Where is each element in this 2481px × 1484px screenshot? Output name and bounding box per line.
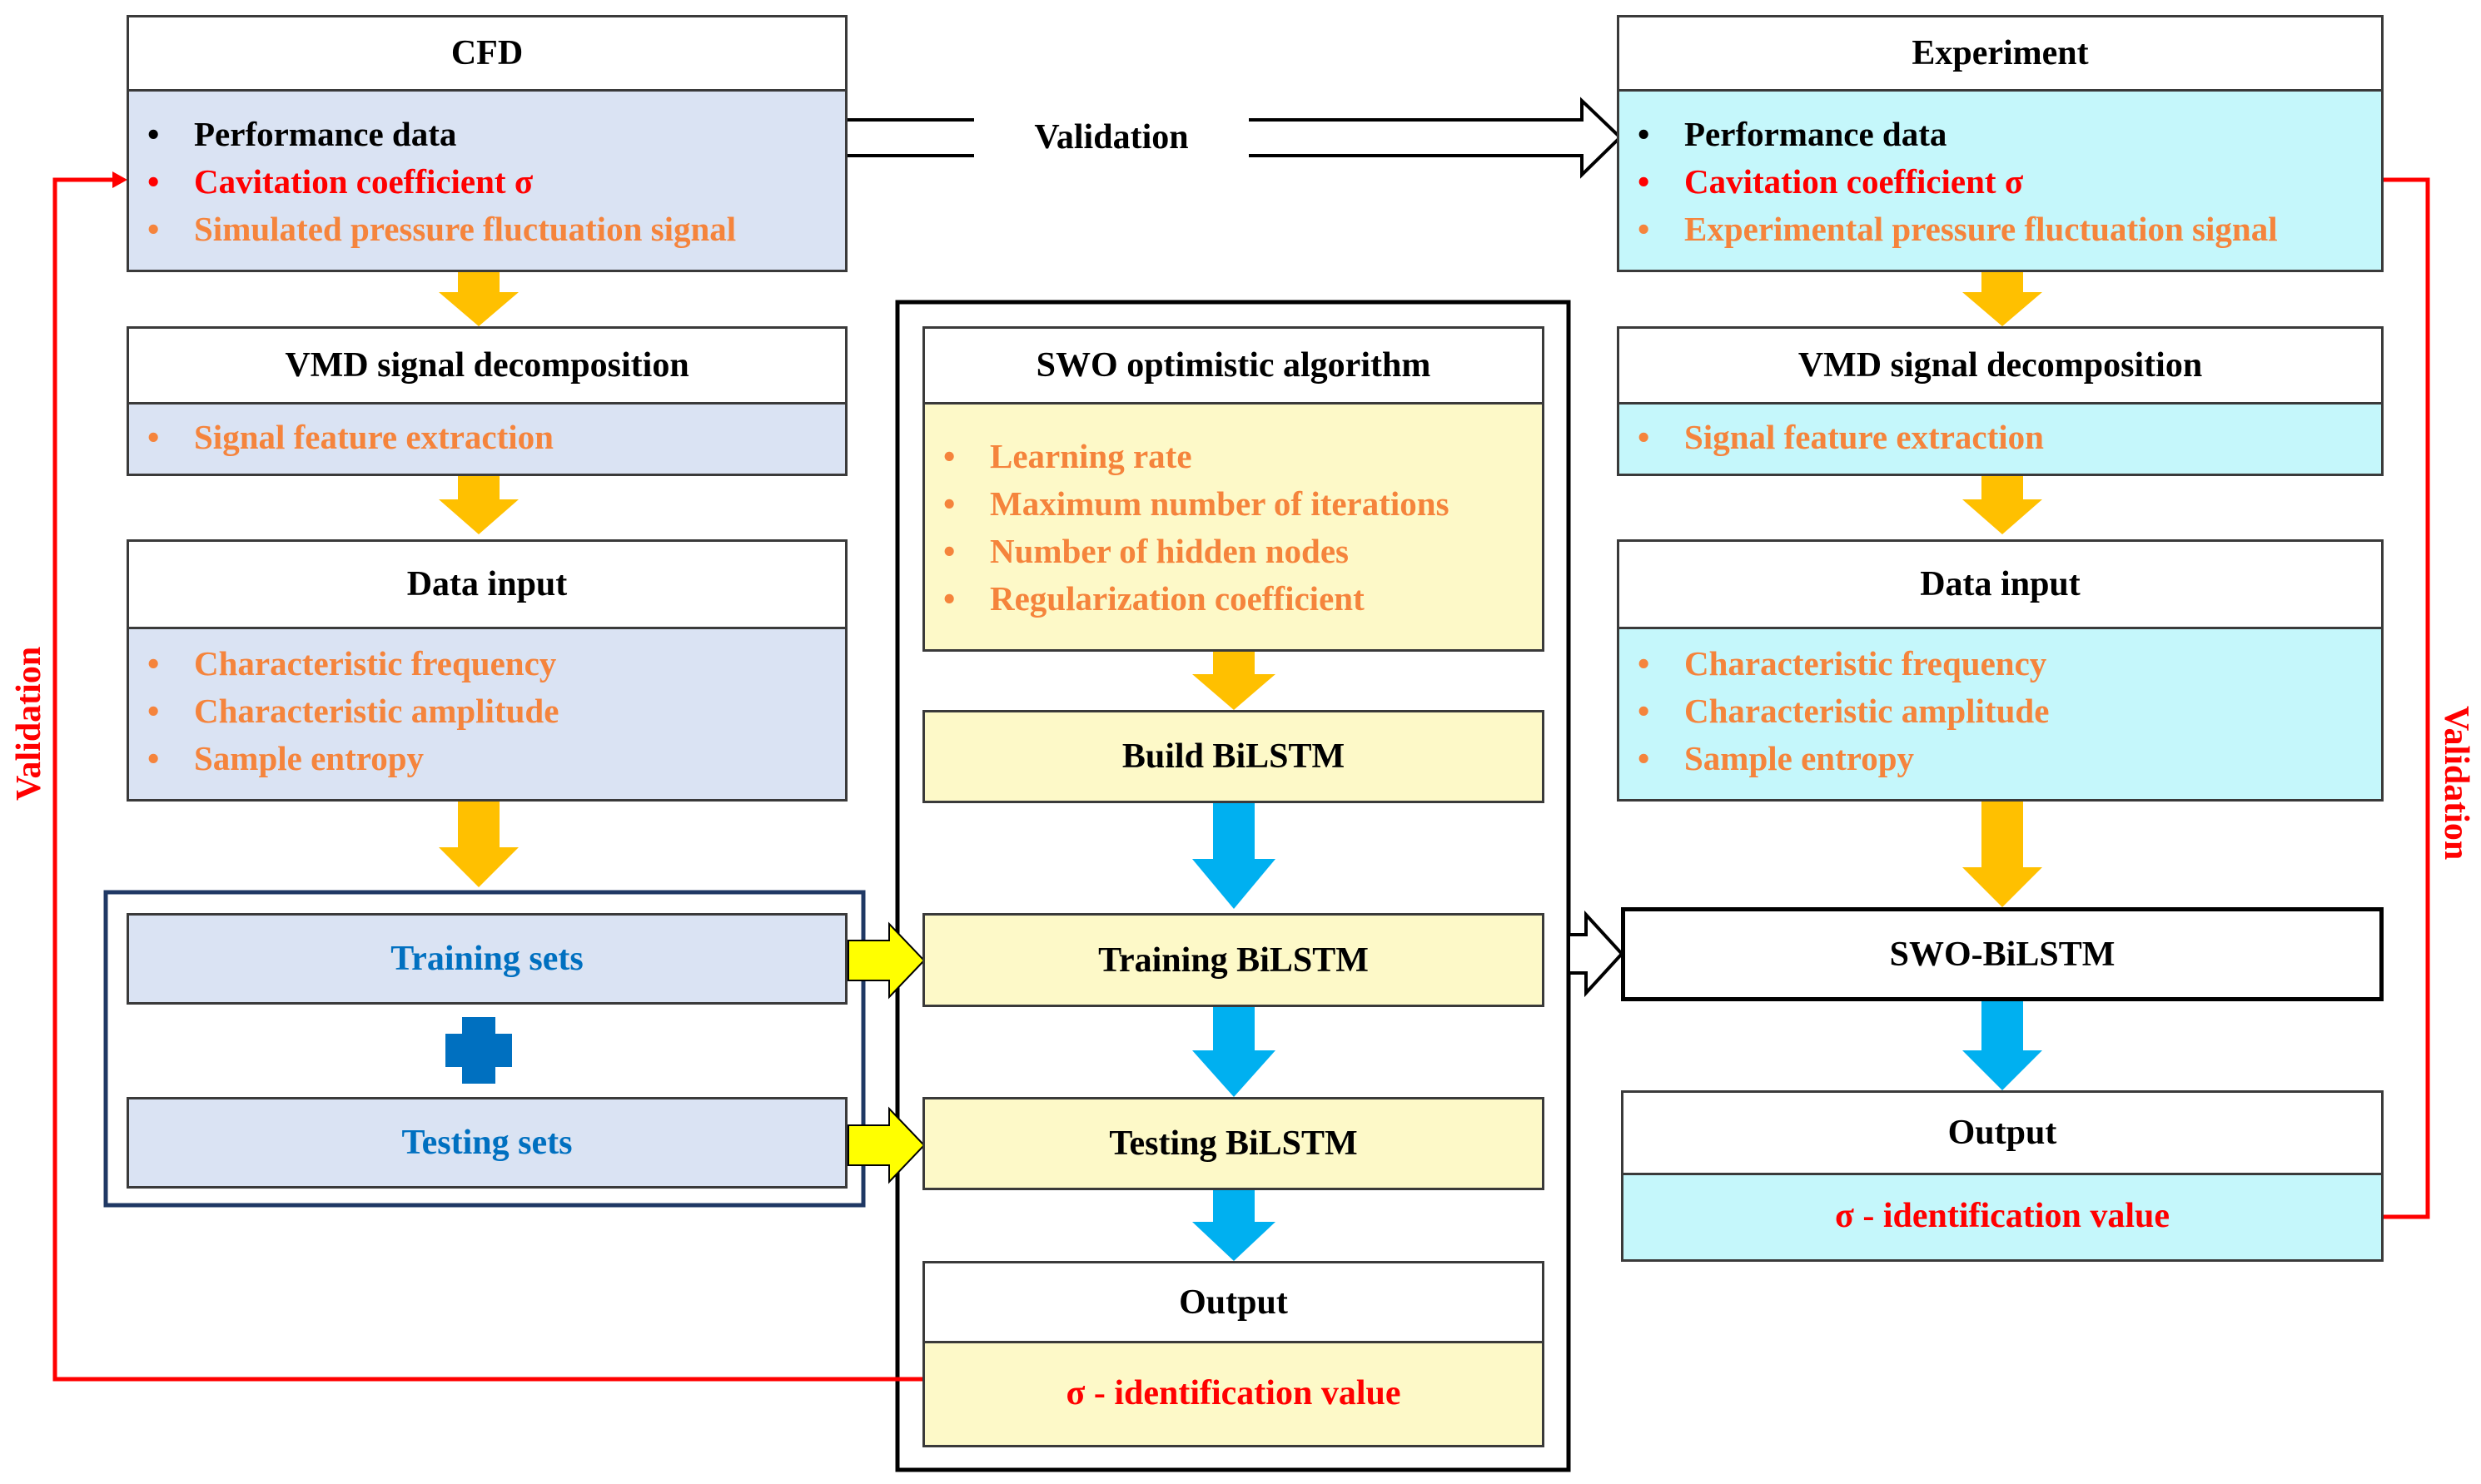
build-bilstm-label: Build BiLSTM bbox=[1121, 737, 1345, 776]
output-title-right: Output bbox=[1623, 1093, 2381, 1175]
data-item-frequency-right: Characteristic frequency bbox=[1633, 640, 2049, 687]
data-item-amplitude-right: Characteristic amplitude bbox=[1633, 687, 2049, 735]
arrow-down-blue bbox=[1962, 1001, 2042, 1090]
arrow-down-orange bbox=[1192, 652, 1275, 710]
output-value-right: σ - identification value bbox=[1835, 1197, 2170, 1235]
plus-icon-h bbox=[445, 1034, 512, 1067]
cfd-box: CFD Performance data Cavitation coeffici… bbox=[127, 15, 848, 272]
feedback-line-left bbox=[52, 177, 922, 1382]
dataset-group-frame bbox=[103, 890, 866, 1208]
data-input-list-left: Characteristic frequency Characteristic … bbox=[142, 640, 559, 782]
experiment-box: Experiment Performance data Cavitation c… bbox=[1617, 15, 2384, 272]
data-item-entropy-left: Sample entropy bbox=[142, 735, 559, 782]
data-input-title-right: Data input bbox=[1619, 542, 2381, 629]
arrow-right-yellow bbox=[848, 921, 926, 1000]
testing-sets-label: Testing sets bbox=[401, 1124, 573, 1162]
data-input-box-right: Data input Characteristic frequency Char… bbox=[1617, 539, 2384, 802]
arrow-down-orange bbox=[1962, 272, 2042, 326]
testing-bilstm-label: Testing BiLSTM bbox=[1109, 1124, 1358, 1163]
testing-bilstm-box: Testing BiLSTM bbox=[922, 1097, 1544, 1190]
vmd-title-right: VMD signal decomposition bbox=[1619, 329, 2381, 405]
arrow-down-blue bbox=[1192, 1190, 1275, 1261]
data-item-frequency-left: Characteristic frequency bbox=[142, 640, 559, 687]
validation-label-top: Validation bbox=[974, 117, 1249, 158]
feedback-line-right bbox=[2356, 177, 2430, 1219]
vmd-list-right: Signal feature extraction bbox=[1633, 414, 2044, 461]
vmd-list-left: Signal feature extraction bbox=[142, 414, 554, 461]
arrow-down-orange bbox=[439, 476, 519, 534]
cfd-title: CFD bbox=[129, 17, 845, 92]
arrow-down-blue bbox=[1192, 1007, 1275, 1097]
build-bilstm-box: Build BiLSTM bbox=[922, 710, 1544, 803]
experiment-list: Performance data Cavitation coefficient … bbox=[1633, 111, 2278, 253]
arrow-down-blue bbox=[1192, 803, 1275, 909]
cfd-item-signal: Simulated pressure fluctuation signal bbox=[142, 206, 736, 253]
swo-item-regularization: Regularization coefficient bbox=[938, 575, 1449, 623]
arrow-down-orange bbox=[439, 802, 519, 887]
swo-item-hidden-nodes: Number of hidden nodes bbox=[938, 528, 1449, 575]
swo-title: SWO optimistic algorithm bbox=[925, 329, 1542, 405]
testing-sets-box: Testing sets bbox=[127, 1097, 848, 1189]
experiment-title: Experiment bbox=[1619, 17, 2381, 92]
exp-item-signal: Experimental pressure fluctuation signal bbox=[1633, 206, 2278, 253]
training-sets-box: Training sets bbox=[127, 913, 848, 1005]
arrow-down-orange bbox=[439, 272, 519, 326]
training-bilstm-box: Training BiLSTM bbox=[922, 913, 1544, 1007]
output-box-middle: Output σ - identification value bbox=[922, 1261, 1544, 1447]
vmd-title-left: VMD signal decomposition bbox=[129, 329, 845, 405]
arrow-right-yellow bbox=[848, 1106, 926, 1184]
cfd-list: Performance data Cavitation coefficient … bbox=[142, 111, 736, 253]
vmd-box-left: VMD signal decomposition Signal feature … bbox=[127, 326, 848, 476]
training-bilstm-label: Training BiLSTM bbox=[1098, 941, 1369, 980]
cfd-item-performance: Performance data bbox=[142, 111, 736, 158]
arrow-down-orange bbox=[1962, 476, 2042, 534]
swo-bilstm-box: SWO-BiLSTM bbox=[1621, 907, 2384, 1001]
vmd-item-right: Signal feature extraction bbox=[1633, 414, 2044, 461]
training-sets-label: Training sets bbox=[390, 940, 584, 978]
validation-label-right: Validation bbox=[2437, 706, 2475, 861]
vmd-item-left: Signal feature extraction bbox=[142, 414, 554, 461]
arrow-down-orange bbox=[1962, 802, 2042, 907]
output-title-middle: Output bbox=[925, 1263, 1542, 1343]
swo-list: Learning rate Maximum number of iteratio… bbox=[938, 433, 1449, 623]
validation-label-left: Validation bbox=[10, 646, 48, 801]
cfd-item-cavitation: Cavitation coefficient σ bbox=[142, 158, 736, 206]
swo-box: SWO optimistic algorithm Learning rate M… bbox=[922, 326, 1544, 652]
feedback-arrowhead-left bbox=[112, 171, 127, 188]
output-box-right: Output σ - identification value bbox=[1621, 1090, 2384, 1262]
data-item-amplitude-left: Characteristic amplitude bbox=[142, 687, 559, 735]
swo-bilstm-label: SWO-BiLSTM bbox=[1889, 935, 2116, 974]
arrow-right-outline bbox=[1567, 910, 1624, 998]
swo-item-max-iterations: Maximum number of iterations bbox=[938, 480, 1449, 528]
data-input-list-right: Characteristic frequency Characteristic … bbox=[1633, 640, 2049, 782]
exp-item-cavitation: Cavitation coefficient σ bbox=[1633, 158, 2278, 206]
swo-item-learning-rate: Learning rate bbox=[938, 433, 1449, 480]
data-input-title-left: Data input bbox=[129, 542, 845, 629]
bilstm-group-frame bbox=[895, 300, 1571, 1472]
exp-item-performance: Performance data bbox=[1633, 111, 2278, 158]
output-value-middle: σ - identification value bbox=[1066, 1373, 1401, 1412]
data-input-box-left: Data input Characteristic frequency Char… bbox=[127, 539, 848, 802]
data-item-entropy-right: Sample entropy bbox=[1633, 735, 2049, 782]
vmd-box-right: VMD signal decomposition Signal feature … bbox=[1617, 326, 2384, 476]
